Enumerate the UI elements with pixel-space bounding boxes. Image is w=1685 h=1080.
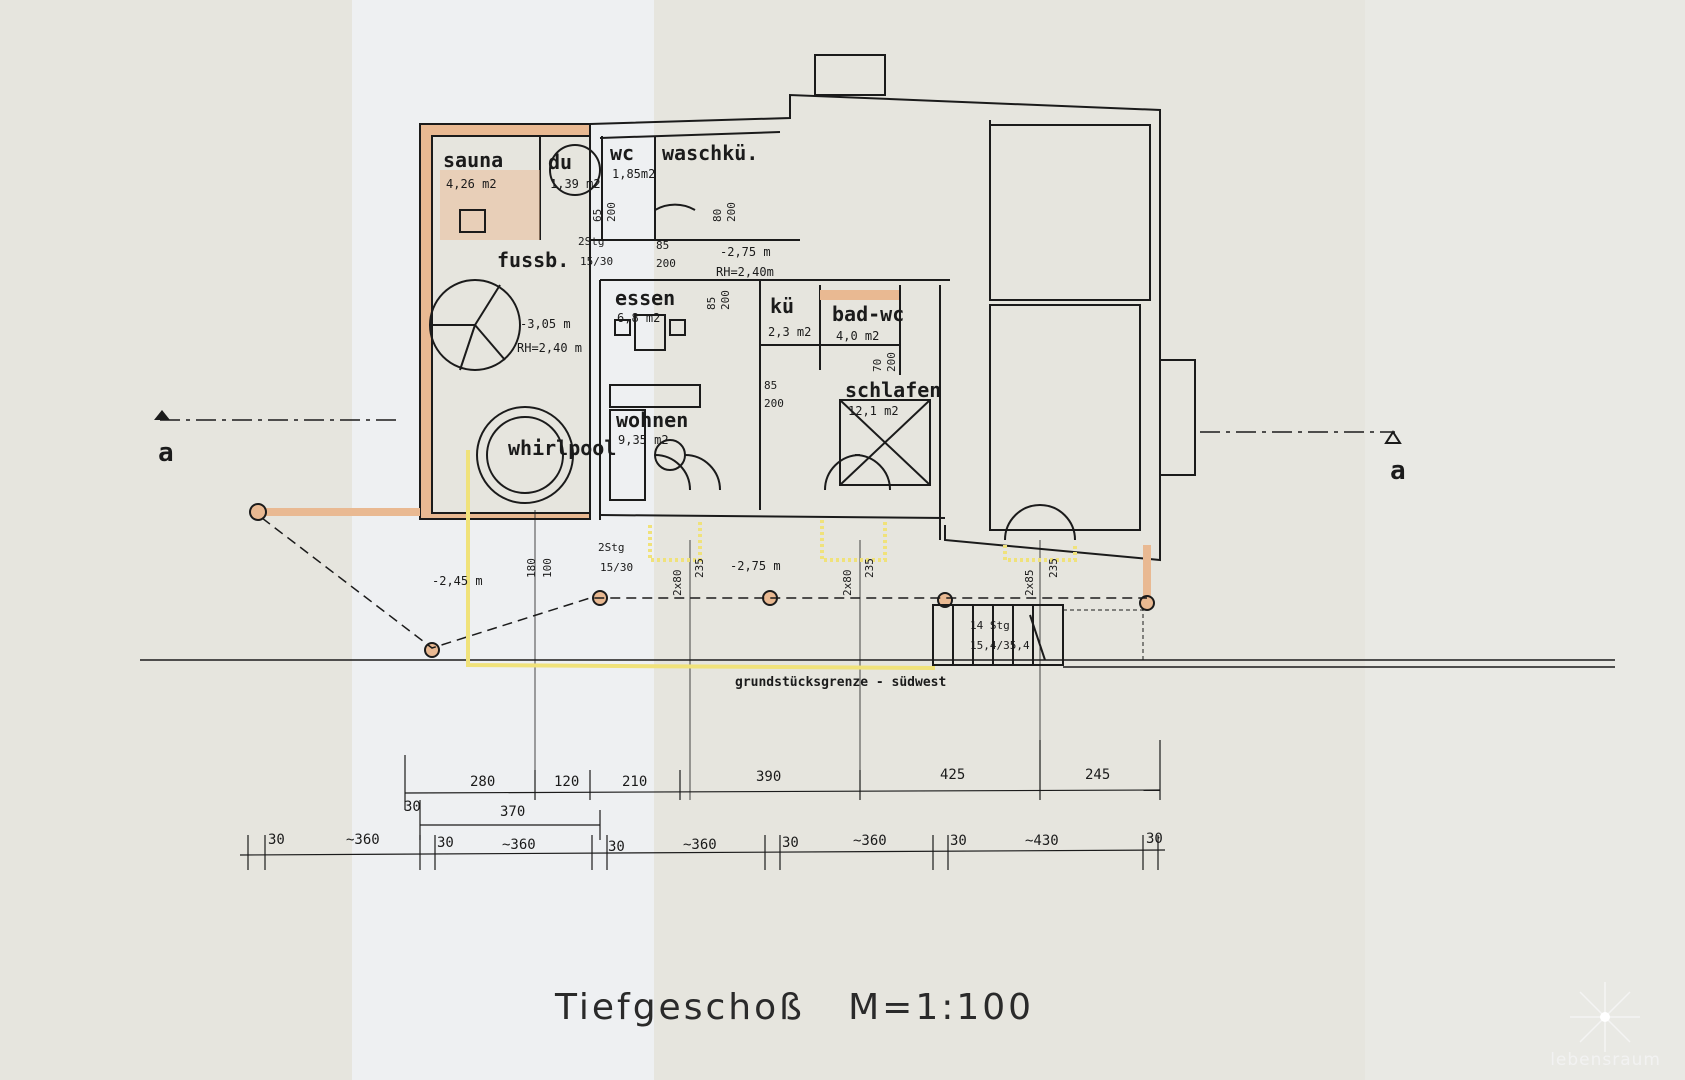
room-essen-area: 6,8 m2 (617, 311, 661, 325)
room-badwc-label: bad-wc (832, 302, 905, 326)
dimension-label: 30 (268, 832, 285, 848)
room-kueche-area: 2,3 m2 (768, 325, 812, 339)
level-label: -2,75 m (730, 559, 781, 573)
door-height-label: 200 (656, 257, 676, 270)
room-badwc-area: 4,0 m2 (836, 329, 880, 343)
door-height-label: 235 (1047, 558, 1060, 578)
level-label: -2,75 m (720, 245, 771, 259)
door-width-label: 80 (711, 208, 724, 222)
dimension-label: 30 (437, 835, 454, 851)
dimension-label: 30 (404, 799, 421, 815)
door-width-label: 70 (871, 358, 884, 372)
level-label: -3,05 m (520, 317, 571, 331)
door-height-label: 200 (885, 352, 898, 372)
dimension-label: 30 (782, 835, 799, 851)
door-height-label: 235 (693, 558, 706, 578)
brand-logo-text: lebensraum (1550, 1050, 1661, 1070)
dimension-label: ~360 (683, 837, 717, 853)
room-wc-area: 1,85m2 (612, 167, 656, 181)
room-schlafen-label: schlafen (845, 378, 942, 402)
door-width-label: 180 (525, 558, 538, 578)
stair-steps-label: 2Stg (578, 235, 605, 248)
sparkle-star-icon (1570, 982, 1640, 1052)
stair-ratio-label: 15/30 (580, 255, 614, 268)
door-height-label: 200 (719, 290, 732, 310)
door-width-label: 85 (764, 379, 778, 392)
stair-steps-label: 14 Stg (970, 619, 1010, 632)
door-height-label: 100 (541, 558, 554, 578)
paper-fold-shade (1365, 0, 1685, 1080)
door-height-label: 200 (764, 397, 784, 410)
door-width-label: 2x80 (671, 569, 684, 597)
stair-steps-label: 2Stg (598, 541, 625, 554)
room-du-area: 1,39 m2 (550, 177, 601, 191)
room-fussb-label: fussb. (497, 248, 570, 272)
room-kueche-label: kü (770, 294, 795, 318)
stair-ratio-label: 15,4/35,4 (970, 639, 1030, 652)
room-essen-label: essen (615, 286, 676, 310)
door-width-label: 2x80 (841, 569, 854, 597)
room-sauna-label: sauna (443, 148, 504, 172)
room-wc-label: wc (610, 141, 635, 165)
level-label: -2,45 m (432, 574, 483, 588)
drawing-title: Tiefgeschoß M=1:100 (555, 987, 1035, 1028)
level-room-height: RH=2,40m (716, 265, 774, 279)
dimension-label: ~360 (502, 837, 536, 853)
room-waschkueche-label: waschkü. (662, 141, 759, 165)
dimension-label: 425 (940, 767, 966, 783)
door-width-label: 85 (705, 296, 718, 310)
dimension-label: 245 (1085, 767, 1111, 783)
level-room-height: RH=2,40 m (517, 341, 583, 355)
door-height-label: 235 (863, 558, 876, 578)
dimension-label: 30 (1146, 831, 1163, 847)
dimension-label: 30 (950, 833, 967, 849)
dimension-label: 210 (622, 774, 648, 790)
room-du-label: du (548, 150, 573, 174)
dimension-label: 390 (756, 769, 782, 785)
door-width-label: 65 (591, 208, 604, 222)
property-boundary-label: grundstücksgrenze - südwest (735, 675, 947, 690)
room-sauna-area: 4,26 m2 (446, 177, 497, 191)
door-width-label: 2x85 (1023, 569, 1036, 597)
room-whirlpool-label: whirlpool (508, 436, 617, 460)
dimension-label: 30 (608, 839, 625, 855)
section-marker-right: a (1390, 456, 1406, 486)
dimension-label: ~430 (1025, 833, 1059, 849)
dimension-label: 370 (500, 804, 526, 820)
room-wohnen-label: wohnen (616, 408, 689, 432)
stair-ratio-label: 15/30 (600, 561, 634, 574)
dimension-label: ~360 (346, 832, 380, 848)
door-height-label: 200 (725, 202, 738, 222)
room-wohnen-area: 9,35 m2 (618, 433, 669, 447)
door-height-label: 200 (605, 202, 618, 222)
door-width-label: 85 (656, 239, 670, 252)
section-marker-left: a (158, 438, 174, 468)
dimension-label: 120 (554, 774, 580, 790)
room-schlafen-area: 12,1 m2 (848, 404, 899, 418)
dimension-label: ~360 (853, 833, 887, 849)
dimension-label: 280 (470, 774, 496, 790)
